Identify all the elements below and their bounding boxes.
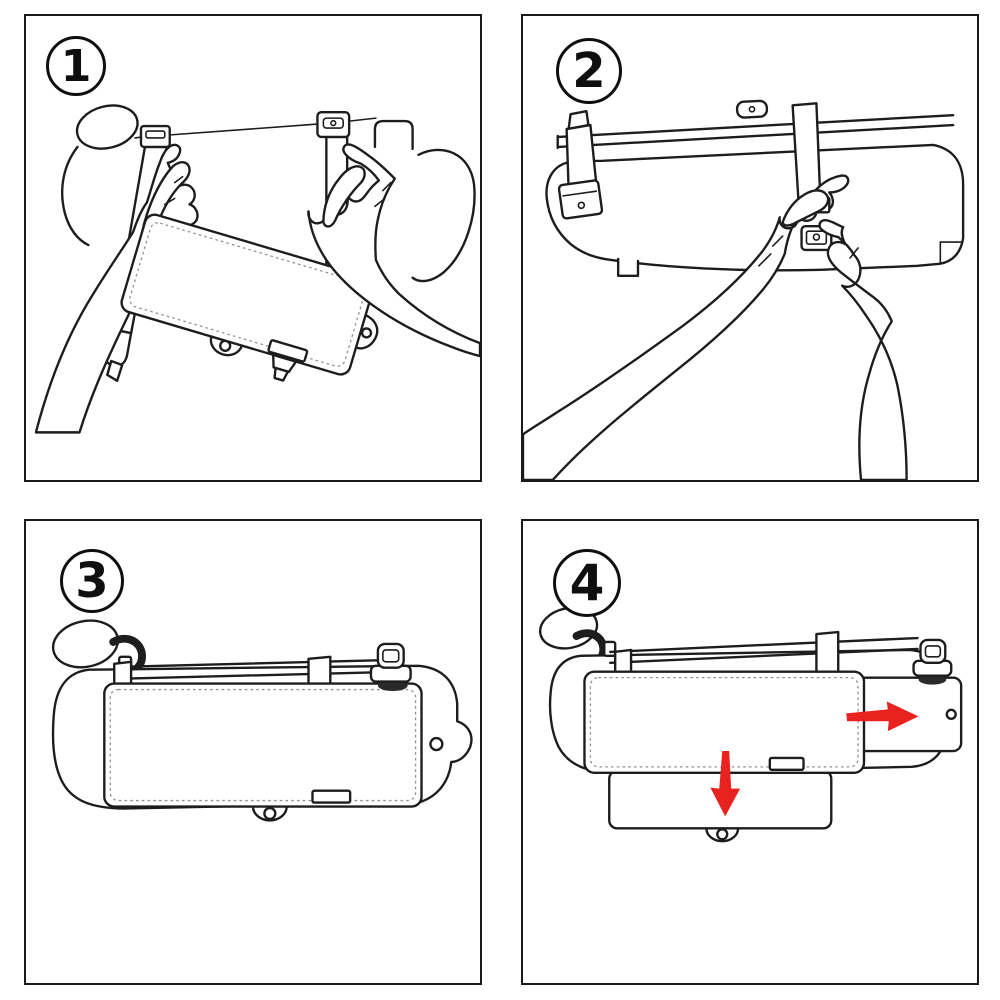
thumb <box>781 189 830 227</box>
sun-visor <box>545 143 965 277</box>
visor-end-right <box>373 119 476 283</box>
step-number-badge: 1 <box>46 36 106 96</box>
visor-detent <box>735 99 769 119</box>
stitching <box>109 688 417 802</box>
visor-mount-left <box>61 104 139 247</box>
hand-right <box>307 143 480 358</box>
organizer-panel <box>103 682 423 822</box>
visor-grommet <box>429 736 444 752</box>
strap-left <box>557 110 604 220</box>
buckle-right <box>316 111 351 139</box>
strap-buckle <box>557 179 604 220</box>
step-4-illustration <box>538 606 963 843</box>
thumb <box>322 165 366 228</box>
step-number-badge: 3 <box>60 549 124 613</box>
step-2-illustration <box>523 99 965 480</box>
strap-right <box>791 102 822 204</box>
extension-grommet <box>945 708 957 720</box>
clip-buckle <box>912 638 953 685</box>
clip-buckle <box>369 642 412 692</box>
step-3-illustration <box>51 619 473 822</box>
step-panel-3: 3 <box>24 519 482 985</box>
strap-hook <box>106 359 124 383</box>
slot <box>768 756 805 772</box>
step-number-badge: 4 <box>553 549 621 617</box>
organizer-panel <box>583 670 866 775</box>
visor-pivot-notch <box>939 241 963 264</box>
step-number-badge: 2 <box>556 38 622 104</box>
step-panel-1: 1 <box>24 14 482 482</box>
visor-rod <box>603 636 919 664</box>
arrow-right-icon <box>846 701 919 732</box>
step-panel-2: 2 <box>521 14 979 482</box>
stitching <box>129 222 367 367</box>
slot <box>311 789 352 804</box>
visor-rod <box>556 99 955 150</box>
slot <box>267 339 309 363</box>
arrow-down-icon <box>710 751 741 817</box>
stitching <box>589 677 859 768</box>
buckle-left <box>139 124 171 149</box>
step-panel-4: 4 <box>521 519 979 985</box>
step-1-illustration <box>34 104 480 434</box>
organizer-panel <box>120 213 379 382</box>
hand-right <box>818 219 908 480</box>
